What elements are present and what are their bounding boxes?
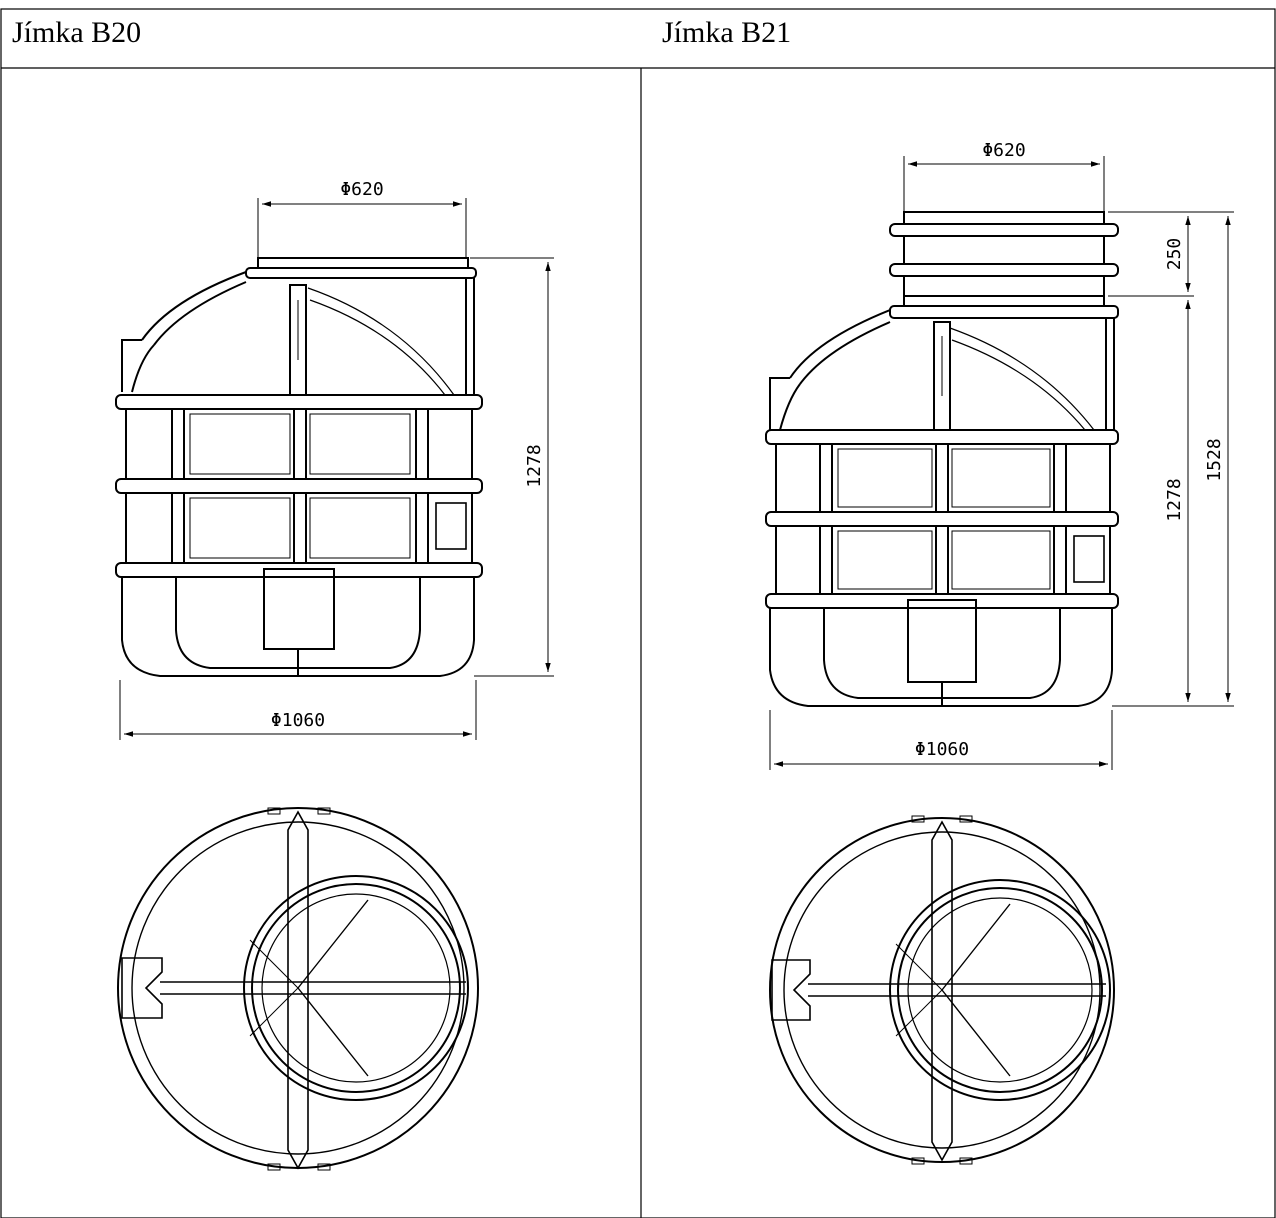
b20-dimensions (119, 198, 554, 740)
b21-height-label: 1278 (1164, 478, 1185, 521)
b20-side-view (115, 257, 483, 677)
b21-body-diameter-label: Φ1060 (915, 739, 969, 760)
b21-extension-height-label: 250 (1164, 238, 1185, 271)
b20-top-view (117, 807, 479, 1171)
table-grid (0, 8, 1276, 1218)
b21-neck-diameter-label: Φ620 (982, 140, 1025, 161)
b20-neck-diameter-label: Φ620 (340, 179, 383, 200)
b21-side-view (765, 211, 1119, 707)
b21-dimensions (769, 156, 1234, 770)
title-b20: Jímka B20 (12, 16, 142, 49)
b20-height-label: 1278 (524, 444, 545, 487)
b21-total-height-label: 1528 (1204, 438, 1225, 481)
b21-top-view (769, 815, 1115, 1165)
b20-body-diameter-label: Φ1060 (271, 710, 325, 731)
title-b21: Jímka B21 (662, 16, 792, 49)
